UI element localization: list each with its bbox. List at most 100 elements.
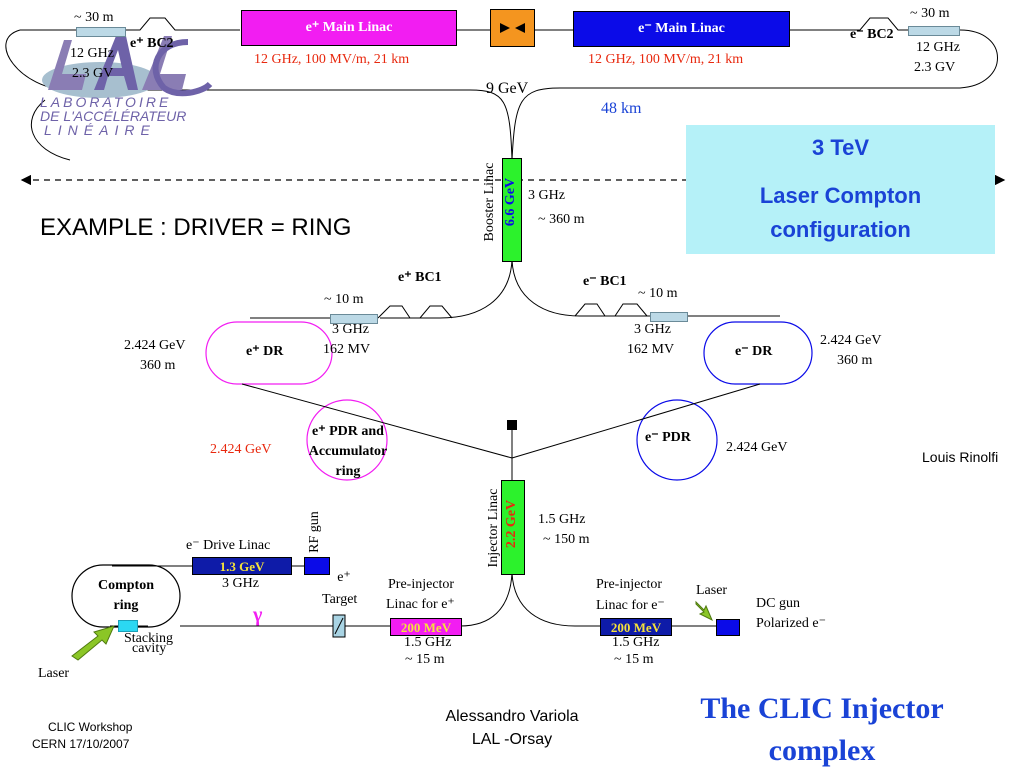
left-bc2-label: e⁺ BC2: [130, 36, 174, 51]
footer-title-2: complex: [768, 734, 876, 767]
stacking-label-1: Stacking: [124, 631, 173, 646]
dc-gun-laser-label: Laser: [696, 583, 728, 598]
logo-line-1: LABORATOIRE: [40, 94, 172, 110]
target-label-1: e⁺: [337, 570, 351, 585]
e-plus-dr-label: e⁺ DR: [246, 344, 284, 359]
info-box-line-1: 3 TeV: [811, 135, 870, 160]
e-plus-bc2-magnet: [76, 27, 126, 37]
e-minus-bc1-freq: 3 GHz: [634, 322, 671, 337]
footer-author-2: LAL -Orsay: [471, 731, 553, 748]
compton-laser-label: Laser: [38, 666, 70, 681]
drive-linac-box: 1.3 GeV: [192, 557, 292, 575]
rf-gun-label: RF gun: [307, 511, 322, 553]
dc-gun-laser-arrow-icon: [695, 600, 713, 622]
gamma-label: γ: [253, 604, 263, 626]
e-plus-dr-energy: 2.424 GeV: [124, 338, 186, 353]
lal-logo: [42, 36, 213, 98]
e-plus-main-linac-params: 12 GHz, 100 MV/m, 21 km: [254, 52, 410, 67]
e-plus-bc1-magnet: [330, 314, 378, 324]
e-minus-dr-energy: 2.424 GeV: [820, 333, 882, 348]
logo-line-2: DE L'ACCÉLÉRATEUR: [40, 108, 187, 124]
e-minus-dr-circ: 360 m: [837, 353, 873, 368]
injector-name: Injector Linac: [486, 488, 501, 568]
e-plus-bc1-length: ~ 10 m: [324, 292, 364, 307]
drive-linac-label: e⁻ Drive Linac: [186, 538, 271, 553]
collision-arrows-icon: [500, 23, 525, 33]
e-plus-bc1-label: e⁺ BC1: [398, 270, 442, 285]
author-right: Louis Rinolfi: [922, 449, 999, 465]
compton-ring-shape: [71, 564, 181, 628]
stacking-cavity: [118, 620, 138, 632]
stacking-label-2: cavity: [132, 641, 167, 656]
e-plus-main-linac-label: e⁺ Main Linac: [305, 19, 393, 35]
e-minus-bc1-magnet: [650, 312, 688, 322]
e-minus-bc1-volt: 162 MV: [627, 342, 675, 357]
e-minus-pdr-label: e⁻ PDR: [645, 430, 691, 445]
energy-9gev: 9 GeV: [486, 80, 529, 97]
e-plus-dr-ring: [205, 321, 333, 385]
compton-ring-label-2: ring: [113, 598, 139, 613]
e-minus-bc1-label: e⁻ BC1: [583, 274, 627, 289]
e-minus-main-linac: e⁻ Main Linac: [573, 11, 790, 47]
info-box: 3 TeV Laser Compton configuration: [686, 125, 995, 254]
e-minus-main-linac-label: e⁻ Main Linac: [638, 20, 725, 36]
dc-gun: [716, 619, 740, 636]
right-bc2-freq: 12 GHz: [916, 40, 960, 55]
e-minus-dr-ring: [703, 321, 813, 385]
booster-name: Booster Linac: [482, 162, 497, 242]
booster-branches: [250, 259, 780, 319]
injector-linac: [501, 480, 525, 575]
e-plus-dr-circ: 360 m: [140, 358, 176, 373]
e-minus-bc2-magnet: [908, 26, 960, 36]
target-label-2: Target: [322, 592, 358, 607]
drive-linac-freq: 3 GHz: [222, 576, 259, 591]
footer-author-1: Alessandro Variola: [445, 708, 579, 725]
pre-injector-neg-label-1: Pre-injector: [596, 577, 663, 592]
injector-energy: 2.2 GeV: [504, 499, 519, 549]
pre-injector-neg-box: 200 MeV: [600, 618, 672, 636]
booster-length: ~ 360 m: [538, 212, 585, 227]
right-bc2-voltage: 2.3 GV: [914, 60, 956, 75]
e-minus-pdr-ring: [636, 399, 718, 481]
footer-workshop-2: CERN 17/10/2007: [32, 737, 130, 751]
pre-injector-neg-label-2: Linac for e⁻: [596, 598, 665, 613]
pre-injector-neg-energy: 200 MeV: [610, 620, 662, 635]
info-box-line-3: configuration: [770, 217, 911, 242]
left-bc2-voltage: 2.3 GV: [72, 66, 114, 81]
e-plus-pdr-energy: 2.424 GeV: [210, 442, 272, 457]
booster-freq: 3 GHz: [528, 188, 565, 203]
length-48km: 48 km: [601, 100, 642, 117]
e-minus-bc1-length: ~ 10 m: [638, 286, 678, 301]
pre-injector-pos-length: ~ 15 m: [405, 652, 445, 667]
logo-line-3: LINÉAIRE: [44, 122, 156, 138]
interaction-point: [490, 9, 535, 47]
left-bc2-length: ~ 30 m: [74, 10, 114, 25]
rf-gun: [304, 557, 330, 575]
injector-freq: 1.5 GHz: [538, 512, 586, 527]
right-bc2-label: e⁻ BC2: [850, 27, 894, 42]
booster-linac: [502, 158, 522, 262]
e-plus-main-linac: e⁺ Main Linac: [241, 10, 457, 46]
e-minus-main-linac-params: 12 GHz, 100 MV/m, 21 km: [588, 52, 744, 67]
example-title: EXAMPLE : DRIVER = RING: [40, 214, 352, 241]
footer-workshop-1: CLIC Workshop: [48, 720, 133, 734]
compton-ring-label-1: Compton: [97, 578, 154, 593]
dc-gun-label-2: Polarized e⁻: [756, 616, 826, 631]
e-plus-bc1-freq: 3 GHz: [332, 322, 369, 337]
e-plus-pdr-label-2: Accumulator: [308, 444, 388, 459]
footer-title-1: The CLIC Injector: [700, 692, 944, 725]
pre-injector-pos-label-1: Pre-injector: [388, 577, 455, 592]
target-icon: [332, 614, 346, 638]
e-plus-bc1-volt: 162 MV: [323, 342, 371, 357]
laser-arrow-icon: [71, 625, 115, 661]
pre-injector-pos-freq: 1.5 GHz: [404, 635, 452, 650]
e-plus-pdr-label-1: e⁺ PDR and: [312, 424, 384, 439]
dc-gun-label-1: DC gun: [756, 596, 800, 611]
pre-injector-pos-label-2: Linac for e⁺: [386, 597, 455, 612]
e-minus-dr-label: e⁻ DR: [735, 344, 773, 359]
drive-linac-energy: 1.3 GeV: [219, 559, 265, 574]
injector-branches: [110, 572, 716, 627]
pre-injector-pos-energy: 200 MeV: [400, 620, 452, 635]
right-bc2-length: ~ 30 m: [910, 6, 950, 21]
